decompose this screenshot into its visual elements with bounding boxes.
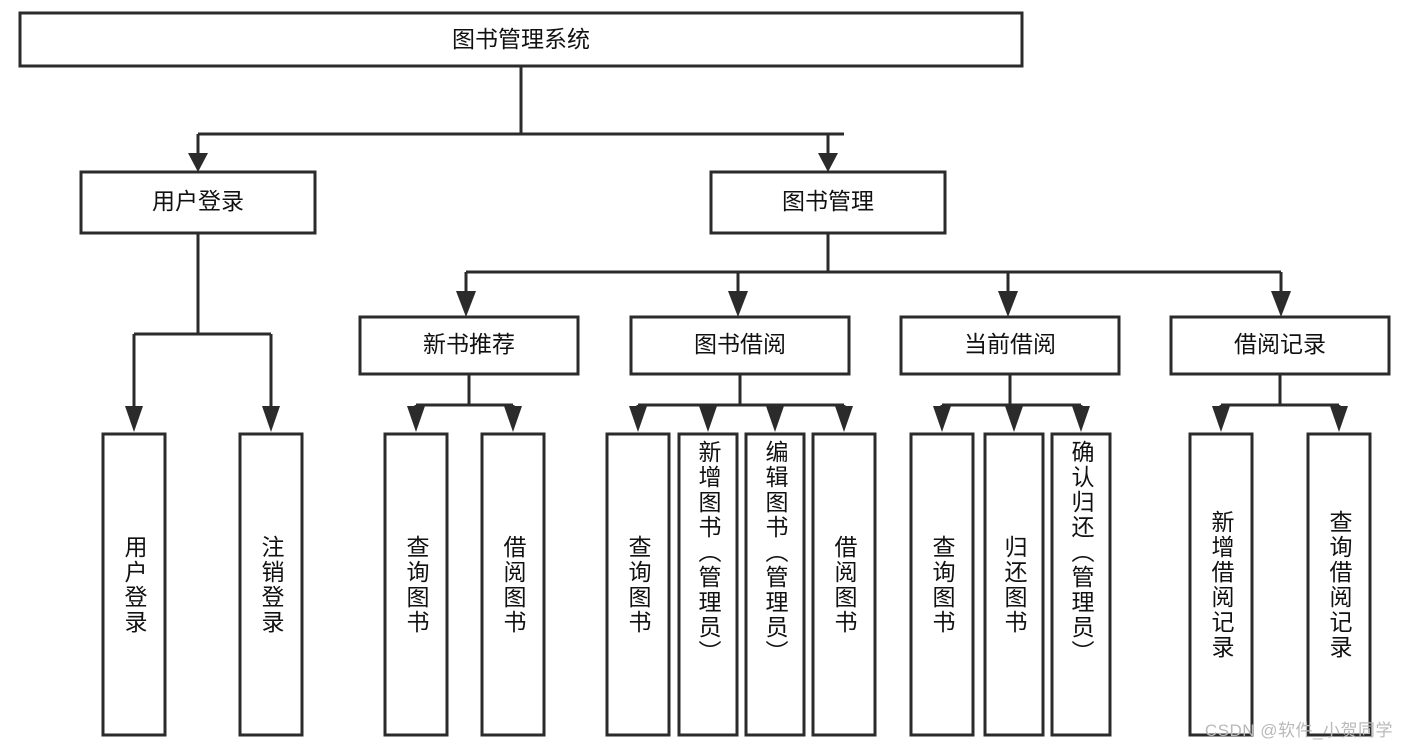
node-borrow-record-box[interactable] — [1169, 315, 1391, 376]
csdn-watermark: CSDN @软件_小贺同学 — [1204, 721, 1393, 740]
leaf-rec-query-box[interactable] — [383, 432, 449, 737]
arrow-to-leaf-cur-return — [1005, 406, 1023, 432]
leaf-rec-search-label: 查询借阅记录 — [1326, 509, 1353, 660]
edge-borrowrecord-to-leaves — [1219, 374, 1341, 412]
arrow-to-current-borrow — [998, 291, 1018, 317]
connector-layer — [125, 66, 1348, 432]
arrow-root-to-user-login — [188, 153, 208, 172]
leaf-borrow-edit-label: 编辑图书（管理员） — [762, 440, 789, 665]
node-user-login[interactable]: 用户登录 — [79, 170, 317, 235]
node-book-borrow[interactable]: 图书借阅 — [629, 315, 851, 376]
node-current-borrow-box[interactable] — [899, 315, 1121, 376]
arrow-to-borrow-record — [1271, 291, 1291, 317]
arrow-to-leaf-rec-borrow — [504, 406, 522, 432]
arrow-root-to-book-manage — [818, 153, 838, 172]
node-book-borrow-label: 图书借阅 — [694, 331, 786, 357]
leaf-rec-add-box[interactable] — [1188, 432, 1254, 737]
arrow-to-leaf-borrow-edit — [766, 406, 784, 432]
leaf-rec-borrow-label: 借阅图书 — [500, 534, 527, 635]
leaf-cur-query-label: 查询图书 — [929, 534, 956, 635]
leaf-borrow-query-box[interactable] — [605, 432, 671, 737]
leaf-borrow-do-box[interactable] — [811, 432, 877, 737]
leaf-borrow-add-box[interactable] — [677, 432, 739, 737]
arrow-to-leaf-cur-confirm — [1072, 406, 1090, 432]
leaf-cur-confirm-label: 确认归还（管理员） — [1068, 440, 1095, 665]
arrow-to-leaf-rec-search — [1330, 406, 1348, 432]
arrow-to-leaf-cur-query — [933, 406, 951, 432]
node-book-manage-box[interactable] — [709, 170, 947, 235]
leaf-user-login-label: 用户登录 — [121, 534, 148, 635]
leaf-user-login-box[interactable] — [101, 432, 167, 737]
leaf-borrow-edit-box[interactable] — [744, 432, 806, 737]
node-user-login-label: 用户登录 — [152, 188, 244, 214]
edge-root-to-level2 — [196, 66, 844, 158]
node-book-manage[interactable]: 图书管理 — [709, 170, 947, 235]
edge-newbookrec-to-leaves — [414, 374, 515, 412]
arrow-to-leaf-rec-query — [407, 406, 425, 432]
node-book-manage-label: 图书管理 — [782, 188, 874, 214]
leaf-rec-query-label: 查询图书 — [403, 534, 430, 635]
leaf-borrow-query-label: 查询图书 — [625, 534, 652, 635]
node-borrow-record-label: 借阅记录 — [1234, 331, 1326, 357]
arrow-to-leaf-borrow-do — [835, 406, 853, 432]
leaf-cur-return-box[interactable] — [983, 432, 1045, 737]
edge-userlogin-to-leaves — [132, 233, 273, 410]
node-new-book-rec[interactable]: 新书推荐 — [358, 315, 580, 376]
node-current-borrow[interactable]: 当前借阅 — [899, 315, 1121, 376]
leaf-user-logout-box[interactable] — [238, 432, 304, 737]
node-root[interactable]: 图书管理系统 — [18, 11, 1024, 68]
arrow-to-new-book-rec — [456, 291, 476, 317]
leaf-box-layer — [101, 432, 1372, 737]
edge-bookmanage-to-level3 — [464, 233, 1283, 296]
arrow-to-leaf-user-logout — [262, 406, 280, 432]
leaf-cur-query-box[interactable] — [909, 432, 975, 737]
leaf-cur-return-label: 归还图书 — [1001, 534, 1028, 635]
node-new-book-rec-box[interactable] — [358, 315, 580, 376]
arrow-to-leaf-rec-add — [1212, 406, 1230, 432]
leaf-rec-add-label: 新增借阅记录 — [1208, 509, 1235, 660]
leaf-borrow-do-label: 借阅图书 — [831, 534, 858, 635]
arrow-to-leaf-borrow-add — [699, 406, 717, 432]
arrow-to-leaf-borrow-query — [629, 406, 647, 432]
node-user-login-box[interactable] — [79, 170, 317, 235]
node-new-book-rec-label: 新书推荐 — [423, 331, 515, 357]
leaf-cur-confirm-box[interactable] — [1050, 432, 1112, 737]
arrow-to-book-borrow — [728, 291, 748, 317]
node-book-borrow-box[interactable] — [629, 315, 851, 376]
leaf-rec-borrow-box[interactable] — [480, 432, 546, 737]
leaf-rec-search-box[interactable] — [1306, 432, 1372, 737]
edge-bookborrow-to-leaves — [636, 374, 846, 412]
node-root-label: 图书管理系统 — [452, 26, 590, 52]
node-current-borrow-label: 当前借阅 — [964, 331, 1056, 357]
leaf-borrow-add-label: 新增图书（管理员） — [695, 440, 722, 665]
arrow-to-leaf-user-login — [125, 406, 143, 432]
node-borrow-record[interactable]: 借阅记录 — [1169, 315, 1391, 376]
node-root-box[interactable] — [18, 11, 1024, 68]
leaf-user-logout-label: 注销登录 — [258, 534, 285, 635]
